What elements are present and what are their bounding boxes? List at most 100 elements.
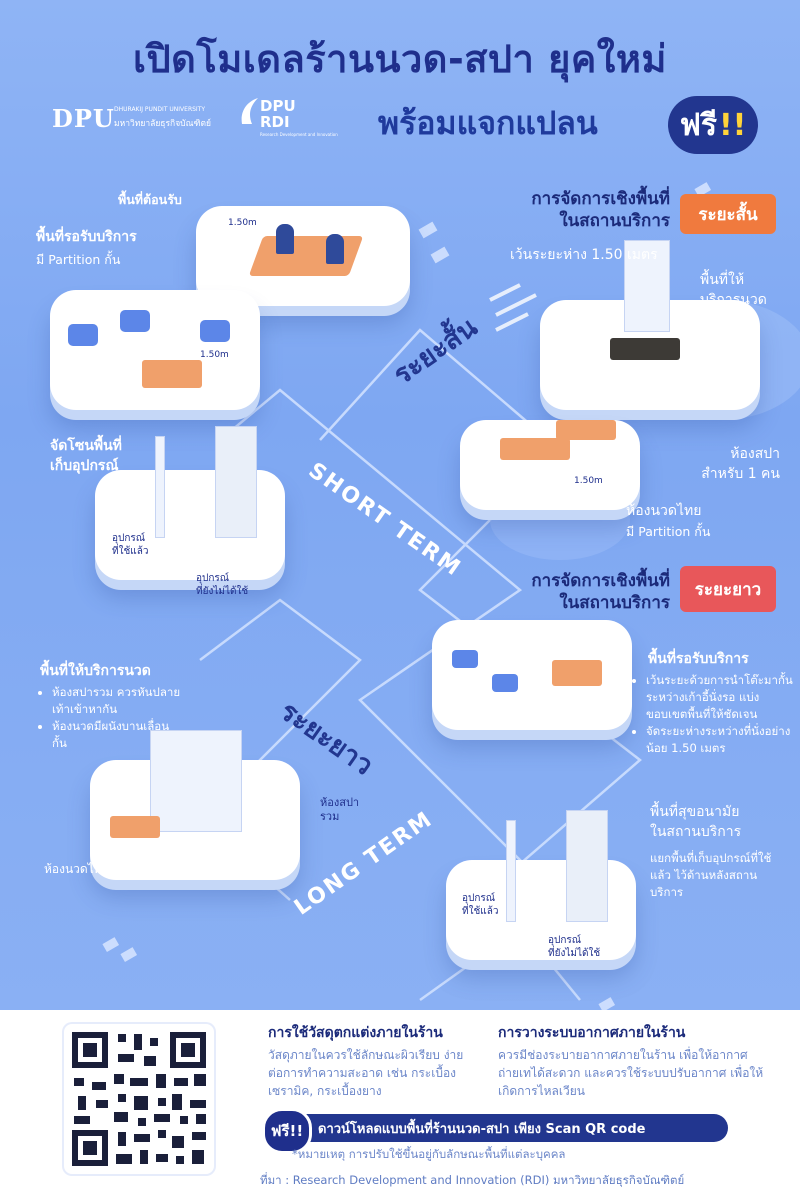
reception-desk [248, 236, 364, 276]
air-title: การวางระบบอากาศภายในร้าน [498, 1025, 686, 1041]
customer-figure [326, 234, 344, 264]
label-storage: จัดโซนพื้นที่ เก็บอุปกรณ์ [50, 436, 122, 476]
dpu-logo-line1: DHURAKIJ PUNDIT UNIVERSITY [114, 106, 206, 113]
table [552, 660, 602, 686]
page-title: เปิดโมเดลร้านนวด-สปา ยุคใหม่ [133, 37, 667, 81]
long-term-heading-2: ในสถานบริการ [559, 593, 670, 613]
label-unused-2: ที่ยังไม่ได้ใช้ [196, 586, 249, 597]
lt-hygiene-title-2: ในสถานบริการ [650, 824, 742, 840]
reception-platform [196, 206, 410, 306]
lt-unused-2: ที่ยังไม่ได้ใช้ [548, 948, 601, 959]
label-waiting: พื้นที่รอรับบริการ [36, 229, 137, 245]
free-badge: ฟรี!! [668, 96, 758, 154]
shower-cabinet [624, 240, 670, 332]
materials-title: การใช้วัสดุตกแต่งภายในร้าน [268, 1025, 443, 1041]
short-term-tag: ระยะสั้น [680, 194, 776, 234]
rdi-logo-small: Research Development and Innovation [260, 132, 338, 137]
label-unused-1: อุปกรณ์ [196, 573, 230, 584]
lt-massage-points: ห้องสปารวม ควรหันปลายเท้าเข้าหากัน ห้องน… [40, 684, 182, 752]
download-bar[interactable]: ดาวน์โหลดแบบพื้นที่ร้านนวด-สปา เพียง Sca… [268, 1114, 728, 1142]
lt-massage-point: ห้องสปารวม ควรหันปลายเท้าเข้าหากัน [52, 684, 182, 718]
label-spa-room: ห้องสปา สำหรับ 1 คน [690, 444, 780, 484]
rdi-logo-line1: DPU [260, 97, 296, 115]
lt-hygiene-platform [446, 810, 636, 960]
label-spa-room-1: ห้องสปา [730, 446, 780, 462]
rdi-logo: DPU RDI Research Development and Innovat… [238, 96, 338, 137]
waiting-platform [50, 290, 260, 410]
lt-massage-title: พื้นที่ให้บริการนวด [40, 663, 151, 679]
label-storage-2: เก็บอุปกรณ์ [50, 458, 119, 474]
chair [68, 324, 98, 346]
short-term-heading-1: การจัดการเชิงพื้นที่ [531, 189, 670, 209]
source-text: ที่มา : Research Development and Innovat… [260, 1173, 685, 1187]
label-dist3: 1.50m [574, 476, 603, 486]
materials-text: วัสดุภายในควรใช้ลักษณะผิวเรียบ ง่ายต่อกา… [268, 1048, 464, 1098]
free-badge-bang: !! [718, 107, 747, 143]
download-free-badge: ฟรี!! [262, 1108, 312, 1154]
massage-bed [610, 338, 680, 360]
staff-figure [276, 224, 294, 254]
lt-massage-platform [90, 730, 300, 880]
lt-hygiene-text: แยกพื้นที่เก็บอุปกรณ์ที่ใช้แล้ว ไว้ด้านห… [650, 851, 772, 899]
label-massage-area: พื้นที่ให้ บริการนวด [700, 270, 767, 310]
chair [200, 320, 230, 342]
label-used-1: อุปกรณ์ [112, 533, 146, 544]
label-waiting-sub: มี Partition กั้น [36, 252, 121, 267]
lt-waiting-title: พื้นที่รอรับบริการ [648, 651, 749, 667]
label-massage-area-1: พื้นที่ให้ [700, 272, 745, 288]
qr-code-icon [72, 1032, 206, 1166]
chair [120, 310, 150, 332]
chair [452, 650, 478, 668]
dpu-logo-mark: DPU [52, 104, 115, 133]
rdi-swoosh-icon [241, 98, 258, 124]
label-thai-room-sub: มี Partition กั้น [626, 524, 711, 539]
label-spa-room-2: สำหรับ 1 คน [701, 466, 780, 482]
page-subtitle: พร้อมแจกแปลน [378, 104, 598, 142]
long-term-heading: การจัดการเชิงพื้นที่ ในสถานบริการ [510, 570, 670, 614]
wall [150, 730, 242, 832]
rdi-logo-line2: RDI [260, 113, 290, 131]
lt-spa-shared-1: ห้องสปา [320, 796, 360, 809]
massage-table [500, 438, 570, 460]
short-term-heading: การจัดการเชิงพื้นที่ ในสถานบริการ [510, 188, 670, 232]
dpu-logo: DPU DHURAKIJ PUNDIT UNIVERSITY มหาวิทยาล… [52, 104, 211, 133]
label-dist2: 1.50m [200, 350, 229, 360]
note-text: *หมายเหตุ การปรับใช้ขึ้นอยู่กับลักษณะพื้… [292, 1147, 566, 1161]
long-term-tag: ระยะยาว [680, 566, 776, 612]
label-used: อุปกรณ์ ที่ใช้แล้ว [112, 532, 148, 558]
table [142, 360, 202, 388]
massage-table [110, 816, 160, 838]
lt-spa-shared: ห้องสปา รวม [320, 796, 359, 824]
label-massage-area-2: บริการนวด [700, 292, 767, 308]
lt-used: อุปกรณ์ ที่ใช้แล้ว [462, 892, 498, 918]
wall [215, 426, 257, 538]
lt-waiting-point: จัดระยะห่างระหว่างที่นั่งอย่างน้อย 1.50 … [646, 723, 796, 757]
qr-code[interactable] [64, 1024, 214, 1174]
short-term-heading-2: ในสถานบริการ [559, 211, 670, 231]
lt-thai-room: ห้องนวดไทย [44, 862, 109, 876]
lt-waiting-platform [432, 620, 632, 730]
label-storage-1: จัดโซนพื้นที่ [50, 438, 122, 454]
massage-platform [540, 240, 760, 410]
label-thai-room: ห้องนวดไทย [626, 503, 702, 519]
short-term-distance: เว้นระยะห่าง 1.50 เมตร [510, 247, 658, 263]
wall [155, 436, 165, 538]
lt-massage-point: ห้องนวดมีผนังบานเลื่อนกั้น [52, 718, 182, 752]
label-used-2: ที่ใช้แล้ว [112, 546, 149, 557]
lt-hygiene-title-1: พื้นที่สุขอนามัย [650, 804, 740, 820]
lt-unused-1: อุปกรณ์ [548, 935, 582, 946]
label-reception: พื้นที่ต้อนรับ [118, 192, 182, 207]
storage-platform [95, 426, 285, 580]
free-badge-text: ฟรี [679, 107, 717, 143]
lt-used-1: อุปกรณ์ [462, 893, 496, 904]
long-term-heading-1: การจัดการเชิงพื้นที่ [531, 571, 670, 591]
label-dist1: 1.50m [228, 218, 257, 228]
lt-waiting-point: เว้นระยะด้วยการนำโต๊ะมากั้นระหว่างเก้าอี… [646, 672, 796, 723]
air-text: ควรมีช่องระบายอากาศภายในร้าน เพื่อให้อาก… [498, 1048, 764, 1098]
thai-massage-platform [460, 420, 640, 510]
lt-hygiene-title: พื้นที่สุขอนามัย ในสถานบริการ [650, 802, 741, 842]
lt-spa-shared-2: รวม [320, 810, 340, 823]
massage-table [556, 420, 616, 440]
label-unused: อุปกรณ์ ที่ยังไม่ได้ใช้ [196, 572, 248, 598]
